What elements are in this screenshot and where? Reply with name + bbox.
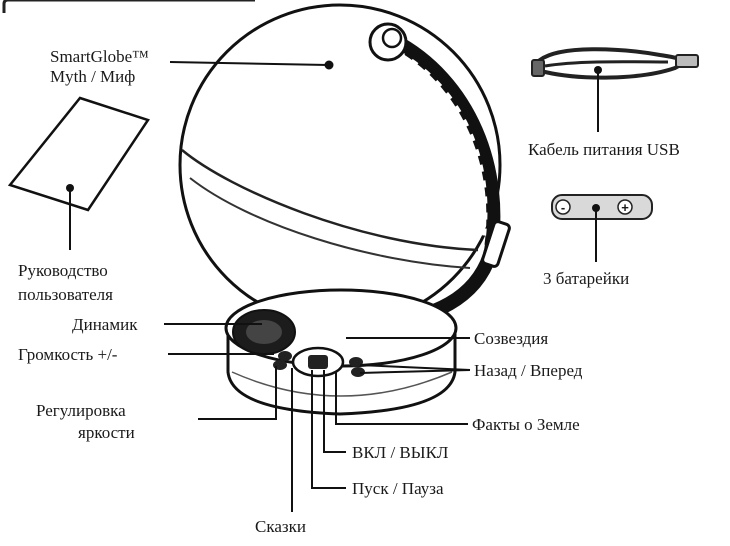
- micro-usb-plug: [532, 60, 544, 76]
- battery-minus-sign: -: [561, 200, 565, 215]
- manual-label-line2: пользователя: [18, 285, 113, 304]
- play-pause-label: Пуск / Пауза: [352, 479, 444, 498]
- power-label: ВКЛ / ВЫКЛ: [352, 443, 449, 462]
- manual-sheet: [10, 98, 148, 210]
- center-control-button: [308, 355, 328, 369]
- globe-leader-dot: [326, 62, 333, 69]
- brightness-label-line2: яркости: [78, 423, 135, 442]
- globe-illustration: [180, 5, 510, 335]
- manual-label-line1: Руководство: [18, 261, 108, 280]
- manual-illustration: [10, 98, 148, 250]
- globe-sphere: [180, 5, 500, 325]
- cable-coil-inner: [545, 62, 668, 66]
- volume-label: Громкость +/-: [18, 345, 118, 364]
- volume-up-button: [278, 351, 292, 361]
- frame-remnant: [4, 0, 255, 13]
- back-forward-label: Назад / Вперед: [474, 361, 583, 380]
- brightness-label-line1: Регулировка: [36, 401, 126, 420]
- tales-label: Сказки: [255, 517, 306, 536]
- globe-base: [226, 290, 456, 414]
- batteries-label: 3 батарейки: [543, 269, 629, 288]
- usb-plug: [676, 55, 698, 67]
- globe-label-line2: Myth / Миф: [50, 67, 135, 86]
- usb-cable-label: Кабель питания USB: [528, 140, 680, 159]
- speaker-label: Динамик: [72, 315, 138, 334]
- globe-top-knob-inner: [383, 29, 401, 47]
- battery-plus-sign: +: [621, 200, 629, 215]
- battery-illustration: - +: [552, 195, 652, 262]
- earth-facts-label: Факты о Земле: [472, 415, 580, 434]
- constellations-label: Созвездия: [474, 329, 548, 348]
- globe-label-line1: SmartGlobe™: [50, 47, 149, 66]
- usb-cable-illustration: [532, 49, 698, 132]
